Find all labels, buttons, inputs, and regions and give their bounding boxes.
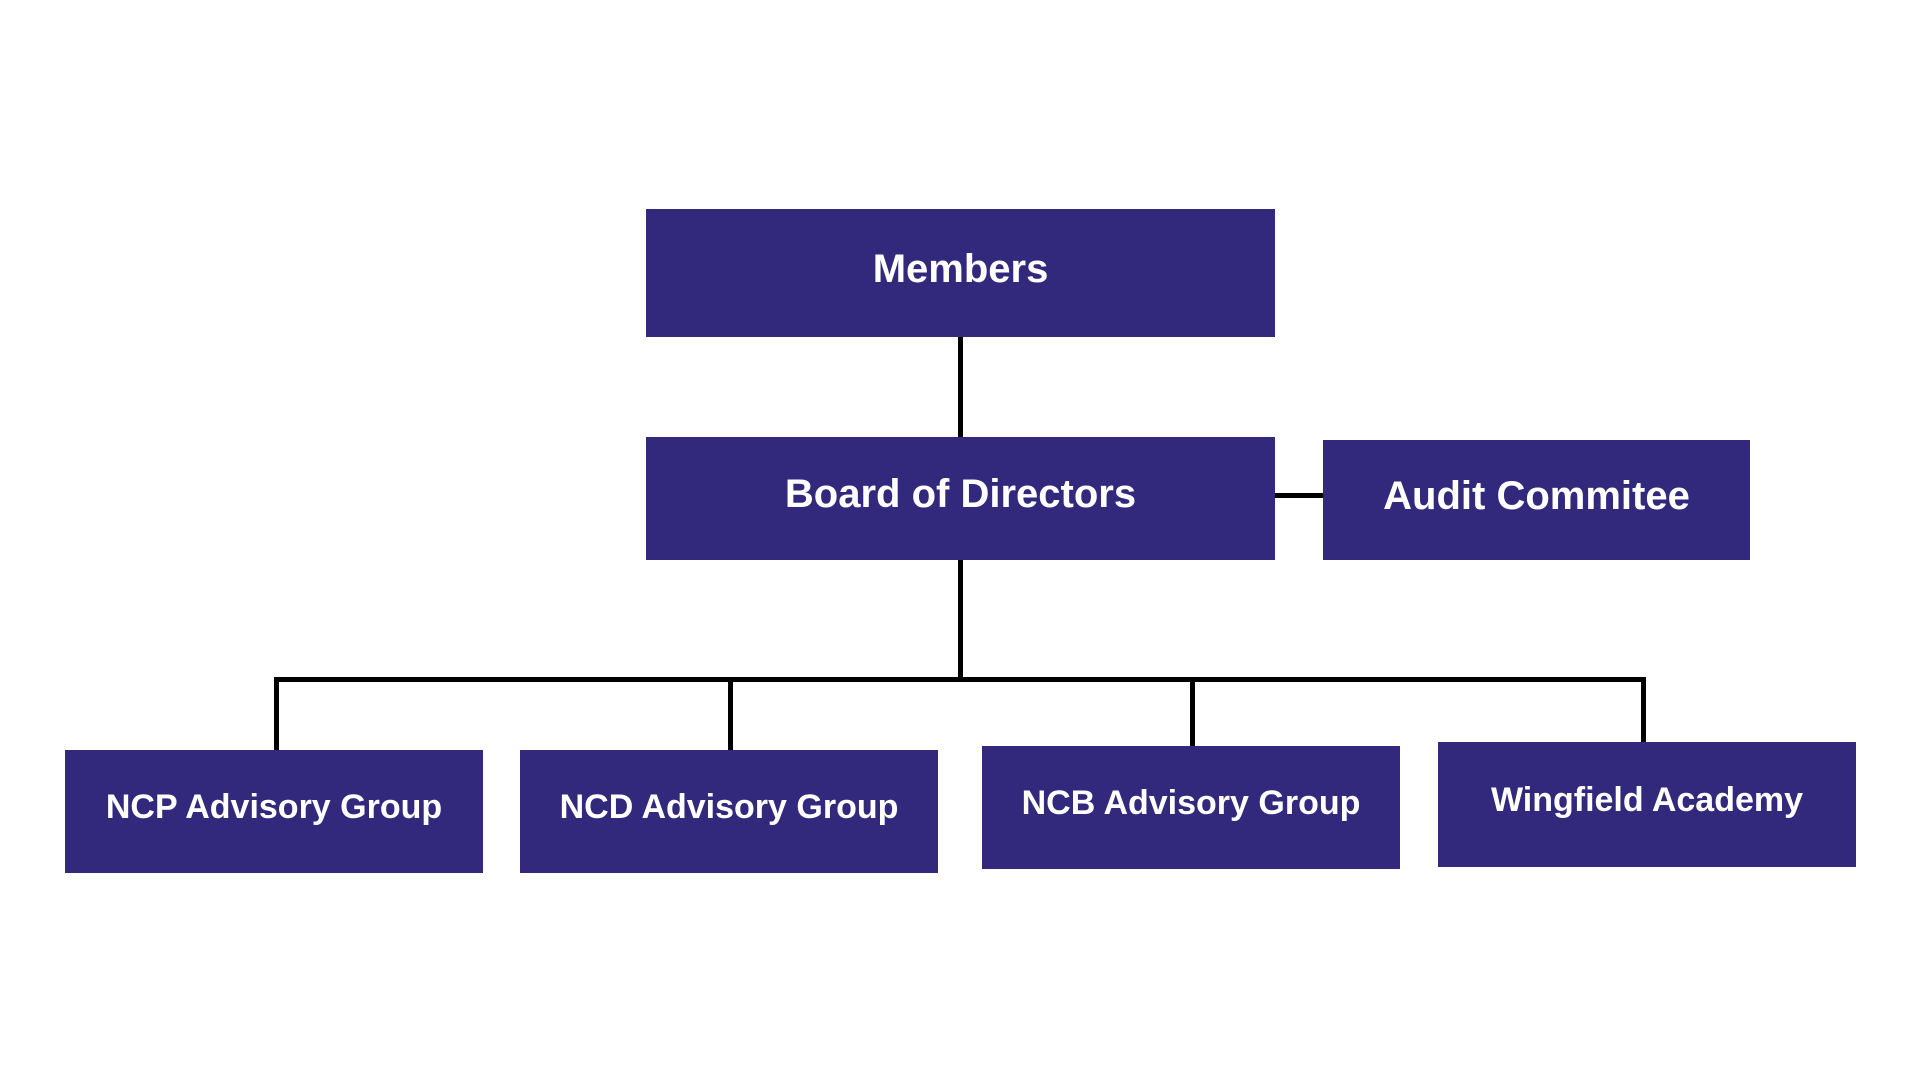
org-node-ncp-advisory-group: NCP Advisory Group [65,750,483,873]
org-node-ncb-advisory-group: NCB Advisory Group [982,746,1400,869]
connector-drop-wingfield [1641,677,1646,742]
org-node-ncd-advisory-group-label: NCD Advisory Group [559,788,899,826]
org-node-wingfield-academy-label: Wingfield Academy [1490,781,1804,819]
org-node-board-of-directors: Board of Directors [646,437,1275,560]
connector-drop-ncd [728,677,733,750]
org-node-ncb-advisory-group-label: NCB Advisory Group [1021,784,1361,822]
connector-drop-ncp [274,677,279,750]
connector-distribution-bar [274,677,1646,682]
org-node-wingfield-academy: Wingfield Academy [1438,742,1856,867]
org-node-board-of-directors-label: Board of Directors [784,472,1137,516]
org-node-ncp-advisory-group-label: NCP Advisory Group [105,788,443,826]
org-node-audit-commitee-label: Audit Commitee [1383,473,1690,518]
connector-board-drop [958,560,963,680]
connector-board-to-audit [1275,493,1323,498]
org-node-members: Members [646,209,1275,337]
org-node-ncd-advisory-group: NCD Advisory Group [520,750,938,873]
org-node-audit-commitee: Audit Commitee [1323,440,1750,560]
connector-members-to-board [958,337,963,437]
connector-drop-ncb [1190,677,1195,746]
org-node-members-label: Members [872,246,1049,291]
